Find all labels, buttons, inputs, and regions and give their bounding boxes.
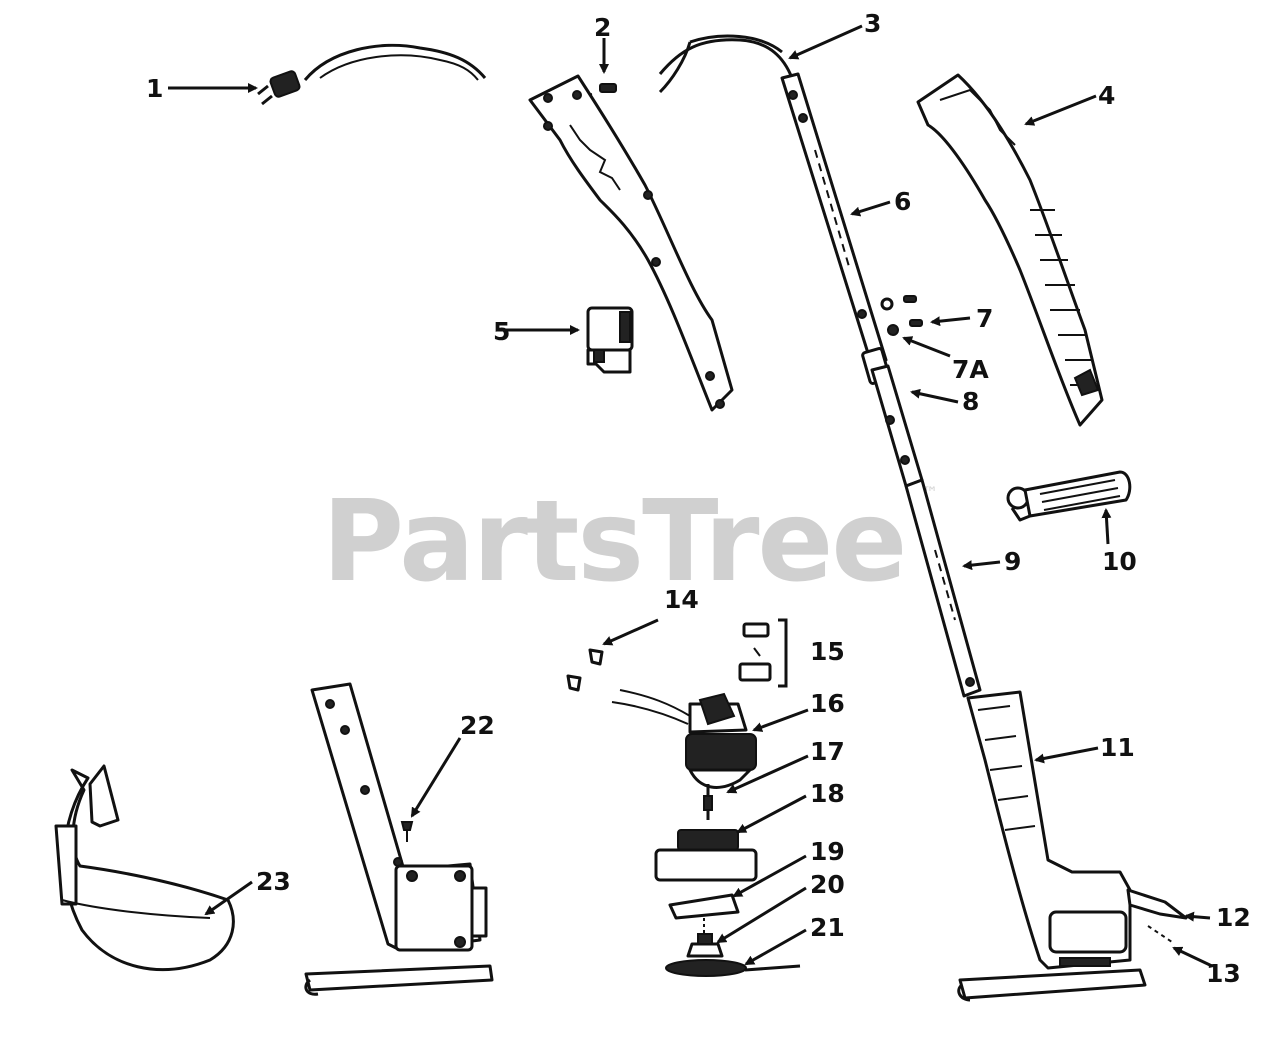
- part-auxiliary-handle[interactable]: [1006, 470, 1132, 522]
- part-motor-housing-right[interactable]: [957, 690, 1147, 1002]
- callout-13: 13: [1206, 959, 1241, 988]
- leader-lines: [168, 24, 1213, 968]
- callout-22: 22: [460, 711, 495, 740]
- part-upper-tube[interactable]: [780, 72, 888, 368]
- part-handle-half-right[interactable]: [916, 73, 1104, 427]
- part-screws-nuts[interactable]: [880, 295, 923, 336]
- callout-17: 17: [810, 737, 845, 766]
- callout-2: 2: [594, 13, 611, 42]
- part-spool[interactable]: [665, 959, 801, 977]
- callout-3: 3: [864, 9, 881, 38]
- callout-18: 18: [810, 779, 845, 808]
- callout-15: 15: [810, 637, 845, 666]
- callout-1: 1: [146, 74, 163, 103]
- part-motor[interactable]: [611, 689, 757, 820]
- part-guard-clip[interactable]: [1126, 888, 1188, 943]
- part-motor-housing-left[interactable]: [304, 682, 494, 996]
- callout-7a: 7A: [952, 355, 989, 384]
- callout-19: 19: [810, 837, 845, 866]
- callout-12: 12: [1216, 903, 1251, 932]
- part-guard[interactable]: [54, 764, 235, 972]
- part-switch[interactable]: [586, 306, 634, 374]
- callout-21: 21: [810, 913, 845, 942]
- callout-6: 6: [894, 187, 911, 216]
- part-retainer[interactable]: [668, 893, 740, 934]
- callout-8: 8: [962, 387, 979, 416]
- callout-16: 16: [810, 689, 845, 718]
- part-handle-half-left[interactable]: [528, 74, 734, 412]
- callout-10: 10: [1102, 547, 1137, 576]
- callout-7: 7: [976, 304, 993, 333]
- part-cable-sleeve[interactable]: [658, 34, 794, 94]
- part-spool-hub[interactable]: [686, 933, 724, 958]
- part-motor-screws[interactable]: [566, 648, 604, 692]
- callout-14: 14: [664, 585, 699, 614]
- part-coupler[interactable]: [861, 347, 924, 488]
- callout-labels: 1 2 3 4 5 6 7 7A 8 9 10 11 12 13 14 15 1…: [146, 9, 1251, 988]
- part-power-cord[interactable]: [257, 43, 487, 106]
- part-lower-tube[interactable]: [904, 478, 982, 698]
- callout-9: 9: [1004, 547, 1021, 576]
- part-brush-set[interactable]: [738, 618, 788, 688]
- callout-11: 11: [1100, 733, 1135, 762]
- callout-4: 4: [1098, 81, 1115, 110]
- callout-23: 23: [256, 867, 291, 896]
- callout-5: 5: [493, 317, 510, 346]
- part-fan[interactable]: [654, 829, 758, 882]
- callout-20: 20: [810, 870, 845, 899]
- watermark-text: PartsTree: [322, 477, 905, 607]
